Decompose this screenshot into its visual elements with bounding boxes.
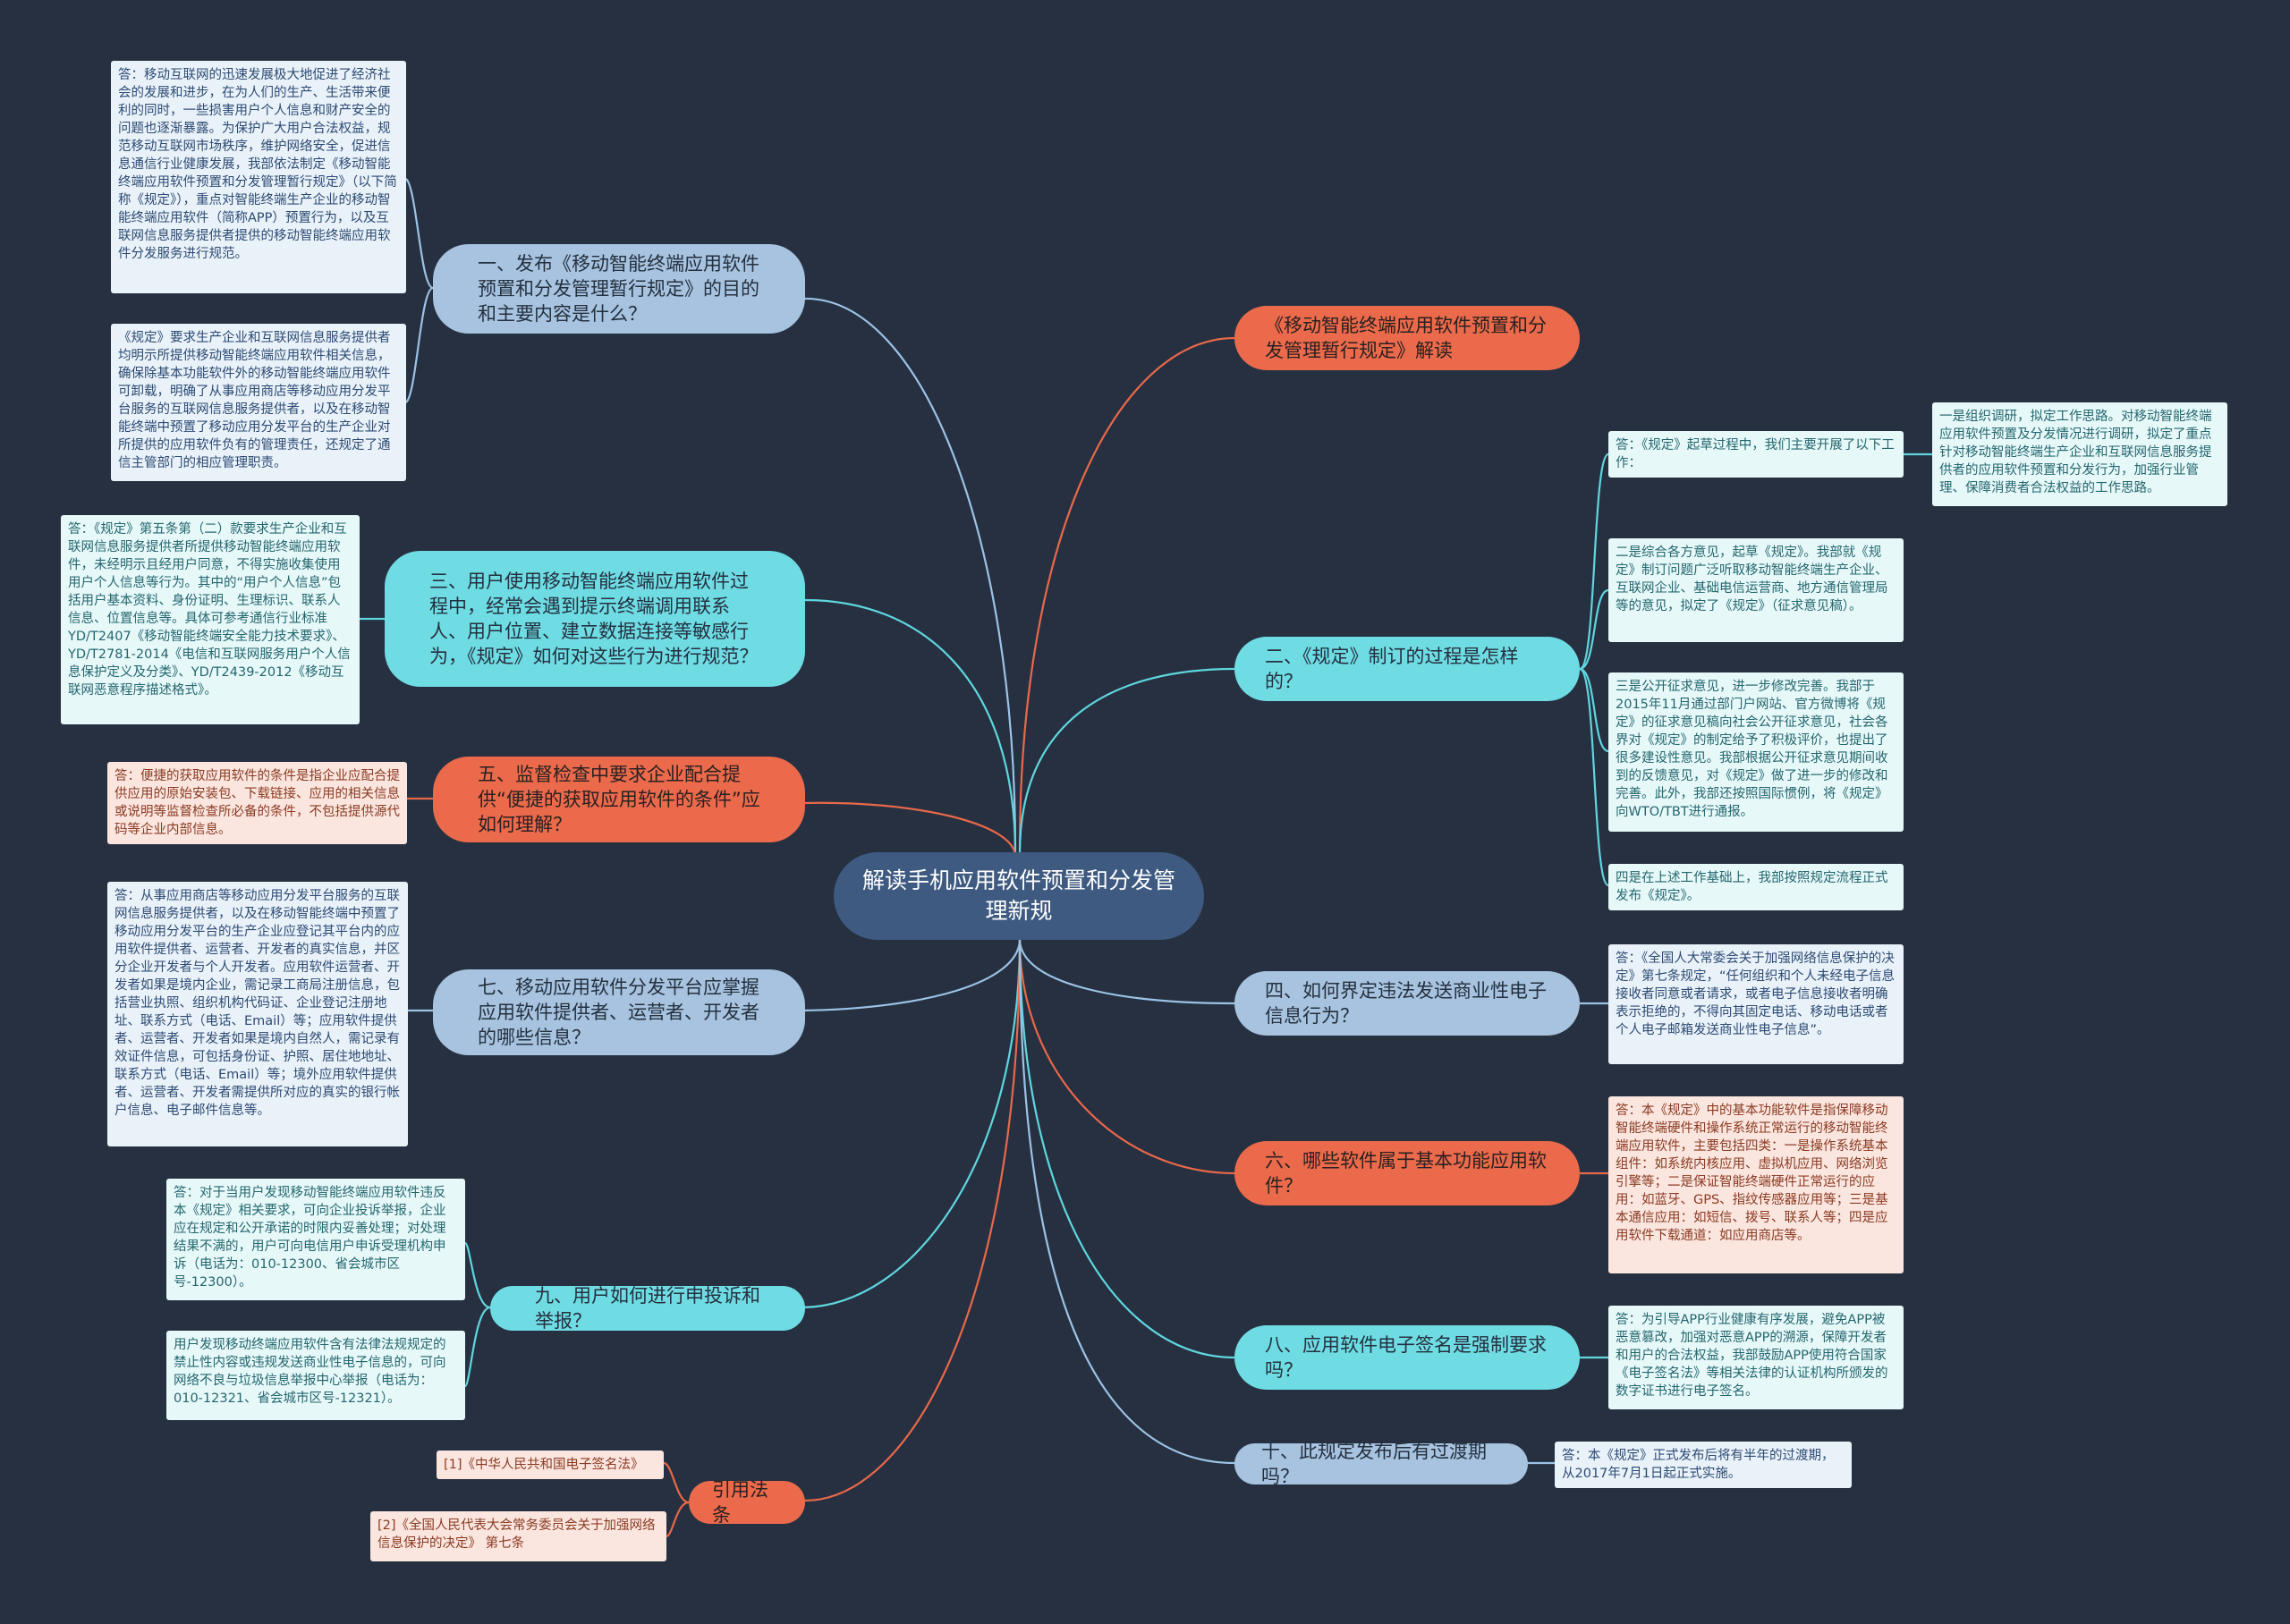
answer-q2-step2: 二是综合各方意见，起草《规定》。我部就《规定》制订问题广泛听取移动智能终端生产企… xyxy=(1608,538,1904,642)
branch-q2[interactable]: 二、《规定》制订的过程是怎样的？ xyxy=(1234,637,1580,701)
branch-q9[interactable]: 九、用户如何进行申投诉和举报？ xyxy=(490,1285,805,1332)
branch-citations[interactable]: 引用法条 xyxy=(689,1479,805,1526)
branch-q8[interactable]: 八、应用软件电子签名是强制要求吗？ xyxy=(1234,1325,1580,1390)
answer-q8: 答：为引导APP行业健康有序发展，避免APP被恶意篡改，加强对恶意APP的溯源，… xyxy=(1608,1306,1904,1409)
answer-q2-step1: 一是组织调研，拟定工作思路。对移动智能终端应用软件预置及分发情况进行调研，拟定了… xyxy=(1932,402,2227,506)
answer-q10: 答：本《规定》正式发布后将有半年的过渡期，从2017年7月1日起正式实施。 xyxy=(1555,1442,1852,1488)
branch-q10[interactable]: 十、此规定发布后有过渡期吗？ xyxy=(1234,1441,1528,1487)
branch-title[interactable]: 《移动智能终端应用软件预置和分发管理暂行规定》解读 xyxy=(1234,306,1580,370)
branch-q1[interactable]: 一、发布《移动智能终端应用软件预置和分发管理暂行规定》的目的和主要内容是什么？ xyxy=(433,244,805,334)
branch-q3[interactable]: 三、用户使用移动智能终端应用软件过程中，经常会遇到提示终端调用联系人、用户位置、… xyxy=(385,551,805,687)
central-topic[interactable]: 解读手机应用软件预置和分发管理新规 xyxy=(834,852,1204,940)
answer-q6: 答：本《规定》中的基本功能软件是指保障移动智能终端硬件和操作系统正常运行的移动智… xyxy=(1608,1096,1904,1273)
answer-q7: 答：从事应用商店等移动应用分发平台服务的互联网信息服务提供者，以及在移动智能终端… xyxy=(107,882,408,1146)
answer-q9-complaint: 答：对于当用户发现移动智能终端应用软件违反本《规定》相关要求，可向企业投诉举报，… xyxy=(166,1179,465,1300)
answer-q2-step4: 四是在上述工作基础上，我部按照规定流程正式发布《规定》。 xyxy=(1608,864,1904,910)
answer-q1-purpose: 答：移动互联网的迅速发展极大地促进了经济社会的发展和进步，在为人们的生产、生活带… xyxy=(111,61,406,293)
answer-q2-intro: 答：《规定》起草过程中，我们主要开展了以下工作： xyxy=(1608,431,1904,478)
answer-q5: 答：便捷的获取应用软件的条件是指企业应配合提供应用的原始安装包、下载链接、应用的… xyxy=(107,762,407,844)
branch-q4[interactable]: 四、如何界定违法发送商业性电子信息行为？ xyxy=(1234,971,1580,1036)
citation-1: [1]《中华人民共和国电子签名法》 xyxy=(437,1451,664,1479)
branch-q6[interactable]: 六、哪些软件属于基本功能应用软件？ xyxy=(1234,1141,1580,1205)
answer-q3: 答：《规定》第五条第（二）款要求生产企业和互联网信息服务提供者所提供移动智能终端… xyxy=(61,515,360,724)
answer-q4: 答：《全国人大常委会关于加强网络信息保护的决定》第七条规定，“任何组织和个人未经… xyxy=(1608,944,1904,1064)
answer-q1-content: 《规定》要求生产企业和互联网信息服务提供者均明示所提供移动智能终端应用软件相关信… xyxy=(111,324,406,481)
citation-2: [2]《全国人民代表大会常务委员会关于加强网络信息保护的决定》 第七条 xyxy=(370,1511,666,1561)
answer-q2-step3: 三是公开征求意见，进一步修改完善。我部于2015年11月通过部门户网站、官方微博… xyxy=(1608,672,1904,832)
branch-q5[interactable]: 五、监督检查中要求企业配合提供“便捷的获取应用软件的条件”应如何理解？ xyxy=(433,757,805,842)
answer-q9-report: 用户发现移动终端应用软件含有法律法规规定的禁止性内容或违规发送商业性电子信息的，… xyxy=(166,1331,465,1420)
branch-q7[interactable]: 七、移动应用软件分发平台应掌握应用软件提供者、运营者、开发者的哪些信息？ xyxy=(433,969,805,1055)
